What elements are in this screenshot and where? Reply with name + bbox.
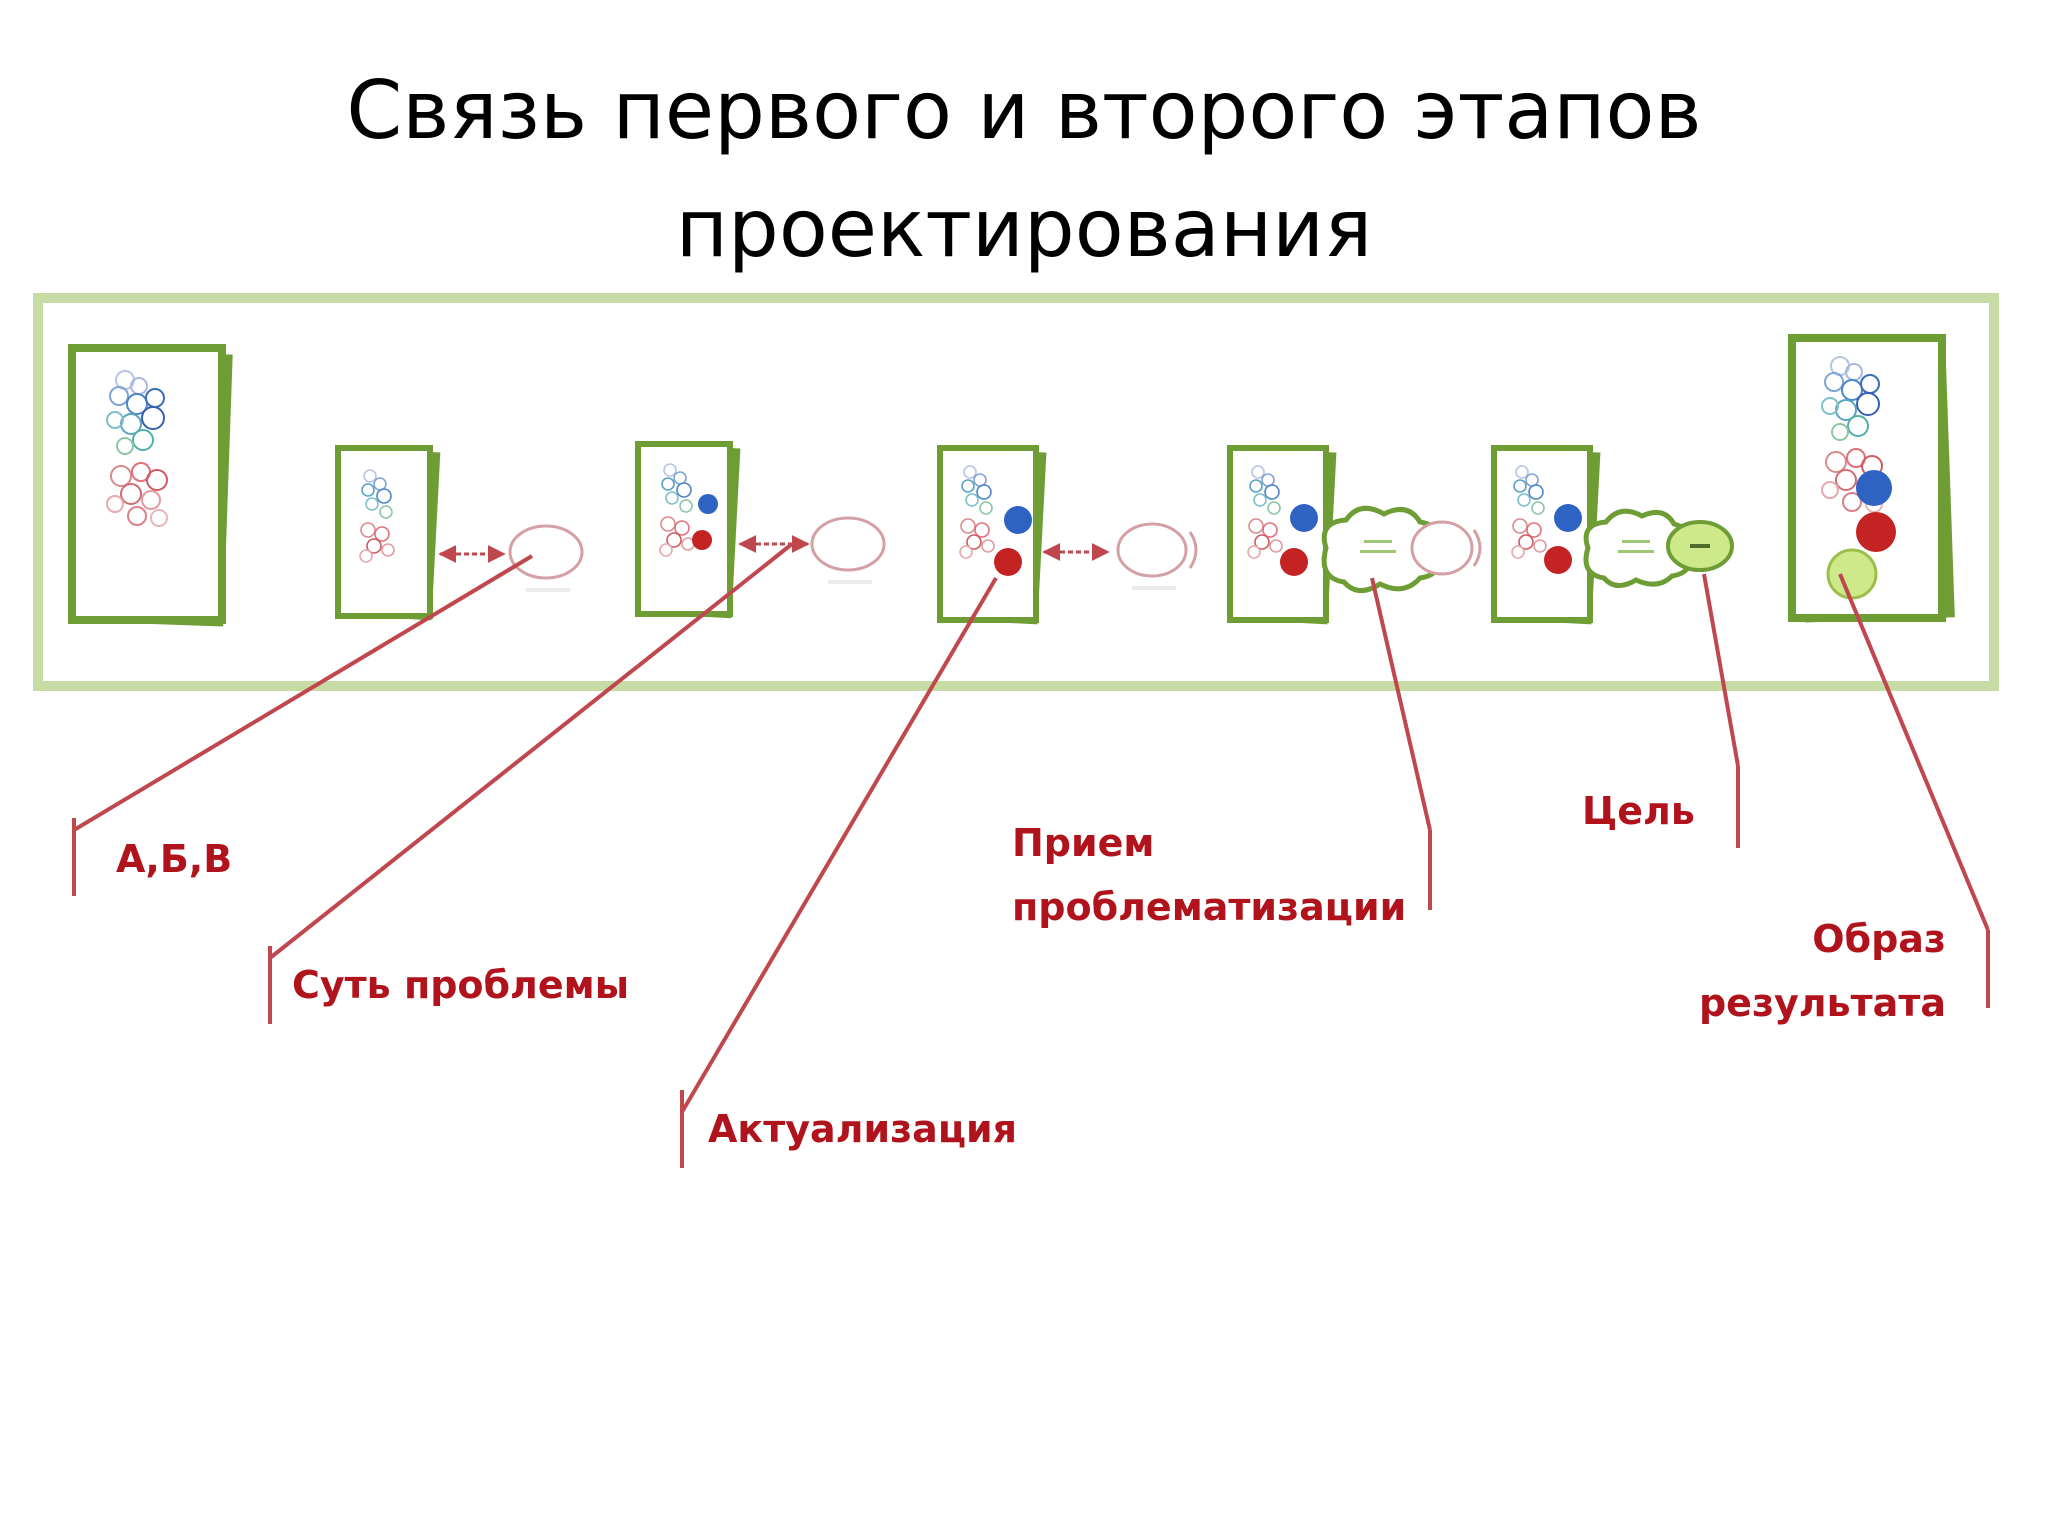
leader-line-cel: [1702, 573, 1740, 767]
leader-line-aktual: [680, 576, 998, 1114]
leader-line-abv: [72, 554, 534, 832]
stage-card-2: [335, 445, 584, 621]
label-tsel: Цель: [1582, 789, 1695, 833]
label-abv: А,Б,В: [116, 837, 232, 881]
label-priem-line-1: Прием: [1012, 821, 1154, 865]
title-line-2: проектирования: [675, 182, 1373, 275]
leader-line-priem: [1370, 577, 1432, 831]
stage-card-5: [1227, 445, 1482, 625]
leader-line-obraz: [1838, 573, 1990, 931]
label-obraz-line-2: результата: [1699, 981, 1946, 1025]
stage-card-7: [1788, 334, 1955, 623]
page-title: Связь первого и второго этапов проектиро…: [0, 52, 2048, 288]
stage-card-1: [68, 344, 233, 627]
stage-card-4: [937, 445, 1198, 625]
label-obraz-line-1: Образ: [1812, 917, 1946, 961]
leader-line-sut: [268, 542, 794, 960]
leader-lines: [72, 542, 1990, 1168]
diagram-frame: [33, 293, 1999, 691]
stage-card-6: [1491, 445, 1734, 625]
label-aktualizatsiya: Актуализация: [708, 1107, 1017, 1151]
title-line-1: Связь первого и второго этапов: [346, 64, 1702, 157]
stage-card-3: [635, 441, 886, 619]
label-sut-problemy: Суть проблемы: [292, 963, 629, 1007]
label-priem-line-2: проблематизации: [1012, 885, 1406, 929]
